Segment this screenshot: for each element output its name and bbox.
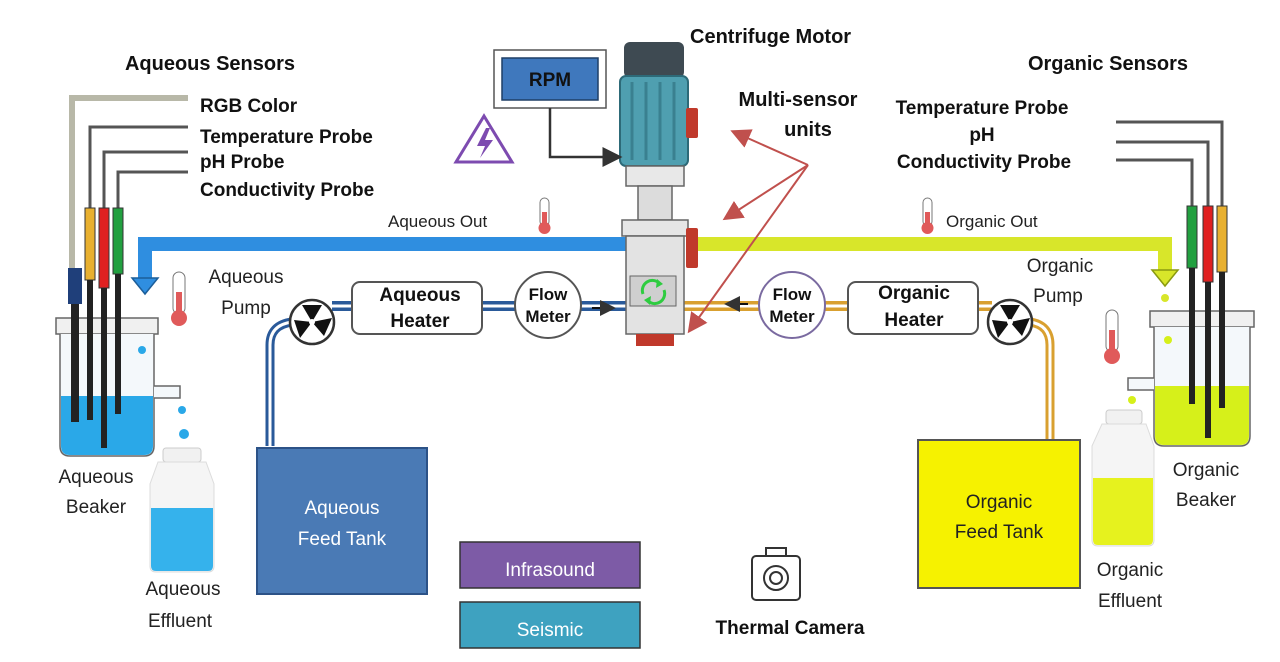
aqueous-pump-label: Aqueous [208,267,283,288]
aqueous-out-pipe [130,237,630,296]
aq-ph-label: pH Probe [200,152,284,173]
aqueous-probes [68,207,124,448]
infrasound-label: Infrasound [505,560,595,581]
organic-effluent-label: Organic [1097,560,1164,581]
organic-beaker-label: Organic [1173,460,1240,481]
centrifuge-assembly [619,42,698,346]
rpm-label: RPM [529,70,571,91]
multi-sensor-label-2: units [784,119,832,141]
aqueous-pump-label-2: Pump [221,298,271,319]
aqueous-heater [351,281,483,335]
aqueous-tank-label-2: Feed Tank [298,529,387,550]
organic-heater-label-2: Heater [884,310,944,331]
aqueous-sensors-title: Aqueous Sensors [125,53,295,75]
organic-effluent-label-2: Effluent [1098,591,1163,612]
organic-probes [1186,205,1228,438]
camera-icon [751,547,801,601]
aqueous-heater-label: Aqueous [379,285,460,306]
aqueous-flow-meter [514,271,582,339]
aq-temp-label: Temperature Probe [200,127,373,148]
org-flow-meter-label: Flow [773,285,812,304]
organic-pump-label: Organic [1027,256,1094,277]
organic-flow-meter [758,271,826,339]
aqueous-pump [288,298,336,346]
aq-cond-label: Conductivity Probe [200,180,374,201]
organic-sensors-title: Organic Sensors [1028,53,1188,75]
aqueous-heater-label-2: Heater [390,311,450,332]
organic-out-label: Organic Out [946,212,1038,231]
organic-feed-tank [917,439,1081,589]
multi-sensor-label: Multi-sensor [739,89,858,111]
org-ph-label: pH [969,125,994,146]
thermometer-icon [538,197,551,234]
infrasound-box [459,541,641,589]
organic-tank-label: Organic [966,492,1033,513]
aqueous-effluent-label: Aqueous [145,579,220,600]
aqueous-effluent-label-2: Effluent [148,611,213,632]
thermometer-icon [171,271,187,326]
aqueous-out-label: Aqueous Out [388,212,488,231]
thermometer-icon [1104,309,1120,364]
seismic-box [459,601,641,649]
centrifuge-motor-label: Centrifuge Motor [690,26,851,48]
org-cond-label: Conductivity Probe [897,152,1071,173]
multi-sensor-pointers [687,129,809,334]
aqueous-effluent-bottle [149,447,215,573]
aq-rgb-label: RGB Color [200,96,298,117]
organic-tank-label-2: Feed Tank [955,522,1044,543]
aq-flow-meter-label-2: Meter [525,307,571,326]
organic-pump-label-2: Pump [1033,286,1083,307]
aqueous-tank-label: Aqueous [304,498,379,519]
thermometer-icon [921,197,934,234]
organic-pump [986,298,1034,346]
org-temp-label: Temperature Probe [896,98,1069,119]
aqueous-feed-tank [256,447,428,595]
organic-sensor-cables [1116,120,1224,206]
org-flow-meter-label-2: Meter [769,307,815,326]
organic-beaker [1127,310,1255,447]
rpm-display [493,49,623,167]
organic-heater-label: Organic [878,283,950,304]
thermal-camera-label: Thermal Camera [716,618,865,639]
seismic-label: Seismic [517,620,584,641]
organic-out-pipe [690,237,1180,302]
aqueous-sensor-cables [69,95,188,268]
electrical-hazard-icon [453,113,515,164]
aqueous-beaker-label: Aqueous [58,467,133,488]
organic-beaker-label-2: Beaker [1176,490,1237,511]
aqueous-beaker-label-2: Beaker [66,497,127,518]
aq-flow-meter-label: Flow [529,285,568,304]
organic-effluent-bottle [1091,409,1155,547]
organic-heater [847,281,979,335]
